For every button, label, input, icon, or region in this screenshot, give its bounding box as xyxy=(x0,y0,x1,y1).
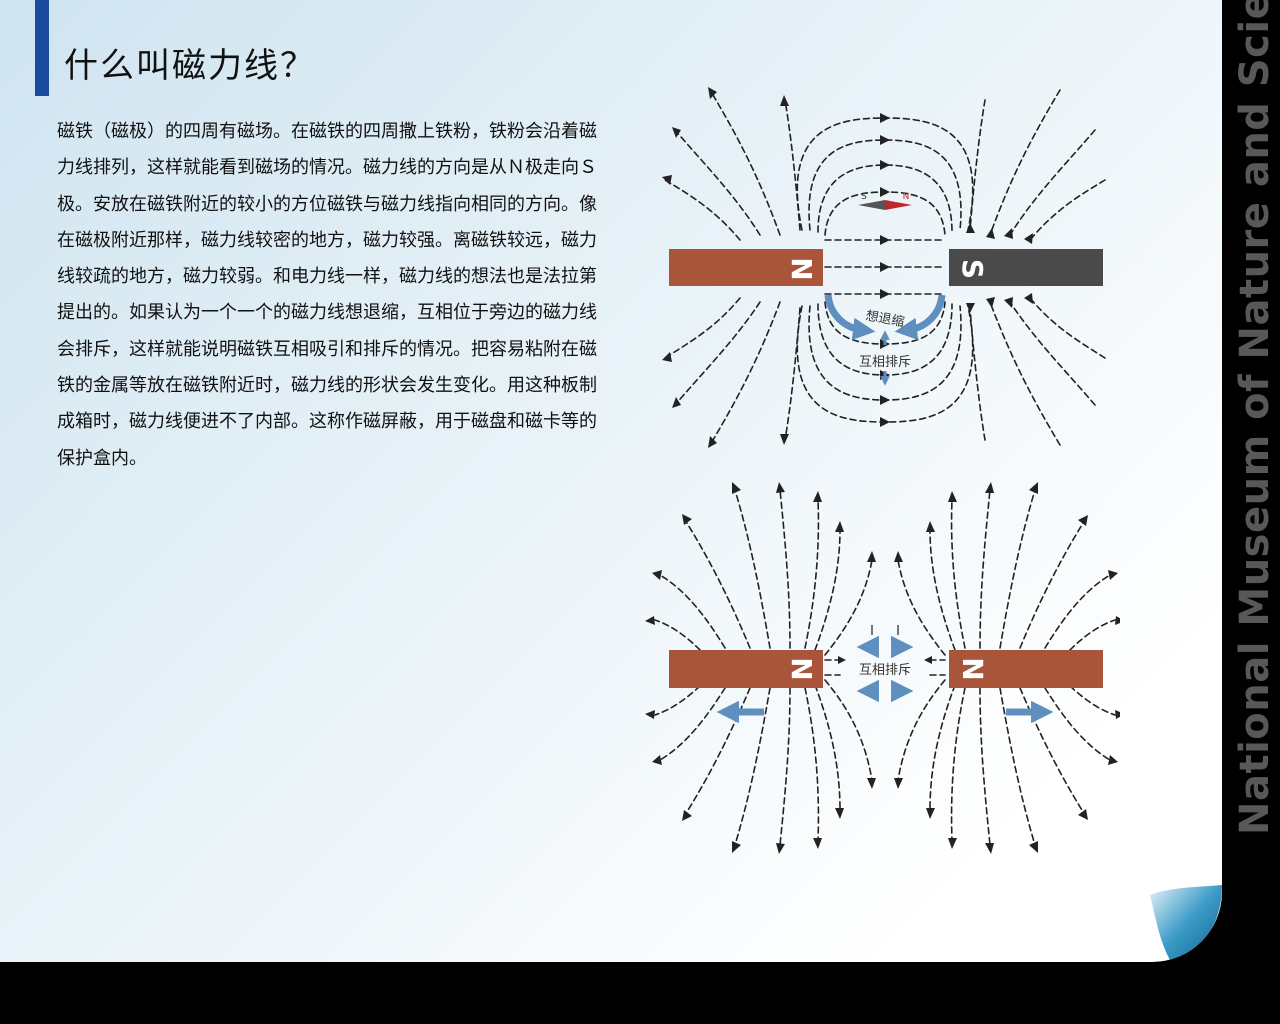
compass-needle-icon xyxy=(858,200,912,210)
magnet-s-right xyxy=(949,249,1103,286)
attraction-diagram: N S S N 想退缩 互相排斥 xyxy=(662,87,1106,448)
page-curl-icon xyxy=(1150,885,1222,962)
magnetic-field-diagram: N S S N 想退缩 互相排斥 xyxy=(645,87,1120,854)
repel-label-top: 互相排斥 xyxy=(859,355,911,370)
magnet-n-bottom-right xyxy=(949,650,1103,688)
title-accent-bar xyxy=(35,0,49,96)
repel-arrow-icon-bottom xyxy=(716,635,1054,724)
magnet-n-label: N xyxy=(785,257,818,280)
magnet-n-bottom-left xyxy=(669,650,823,688)
field-lines-bottom xyxy=(654,489,1116,846)
page-title: 什么叫磁力线？ xyxy=(64,46,316,86)
field-lines-top xyxy=(664,89,1106,446)
page-background: 什么叫磁力线？ 磁铁（磁极）的四周有磁场。在磁铁的四周撒上铁粉，铁粉会沿着磁力线… xyxy=(0,0,1222,962)
contract-arrow-icon xyxy=(824,294,946,341)
magnet-n-bottom-left-label: N xyxy=(785,657,818,680)
compass-s-label: S xyxy=(861,192,867,202)
museum-watermark: National Museum of Nature and Science xyxy=(1232,0,1278,835)
magnet-s-label: S xyxy=(956,259,989,279)
compass-n-label: N xyxy=(903,192,910,202)
magnet-n-left xyxy=(669,249,823,286)
field-arrows-bottom xyxy=(645,482,1120,854)
repel-arrow-icon-small xyxy=(871,625,899,635)
body-paragraph: 磁铁（磁极）的四周有磁场。在磁铁的四周撒上铁粉，铁粉会沿着磁力线排列，这样就能看… xyxy=(57,121,597,469)
magnet-n-bottom-right-label: N xyxy=(957,657,990,680)
repulsion-diagram: N N 互相排斥 xyxy=(645,482,1120,854)
contract-label: 想退缩 xyxy=(864,308,905,331)
repel-label-bottom: 互相排斥 xyxy=(859,663,911,678)
